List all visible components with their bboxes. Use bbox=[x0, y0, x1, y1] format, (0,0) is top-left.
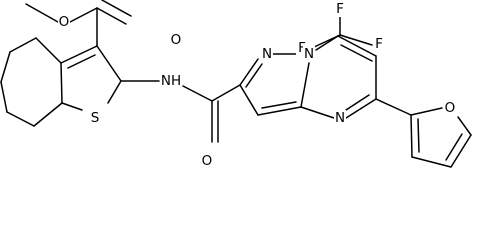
label-bg-f-right bbox=[373, 36, 385, 52]
bond-ester-c-double-o-1 bbox=[96, 7, 127, 25]
label-bg-ester-carbonyl-o bbox=[170, 32, 182, 48]
atom-o-ester-carbonyl: O bbox=[171, 32, 182, 48]
bond-pyrimidine-c5-n4 bbox=[345, 98, 377, 119]
bond-pyrimidine-n4-c3a bbox=[300, 106, 335, 119]
bond-thiophene-c3-c3a bbox=[60, 45, 98, 64]
bond-pyrazole-c3a-n7a bbox=[300, 62, 310, 108]
bond-furan-c4-c5 bbox=[450, 134, 472, 168]
bond-pyrazole-c2-n1 bbox=[239, 58, 259, 86]
bond-o-carbonyl bbox=[69, 7, 98, 23]
atom-f-top: F bbox=[336, 1, 344, 17]
label-bg-nh-amide bbox=[160, 73, 182, 89]
bond-cf3-f-left bbox=[311, 34, 341, 49]
bond-nh-carbonyl bbox=[182, 85, 213, 102]
label-bg-s-thiophene bbox=[89, 110, 101, 126]
bond-ester-c-double-o-2 bbox=[101, 0, 132, 17]
bond-carbonyl-pyrazole bbox=[211, 84, 241, 102]
atom-o-ester-single: O bbox=[59, 14, 70, 30]
bond-pyrazole-c3-c3a bbox=[257, 106, 302, 116]
bond-furan-c5-o bbox=[457, 116, 472, 136]
bond-pyrazole-c3-c3a-inner bbox=[261, 101, 297, 109]
bond-thiophene-c7a-s bbox=[61, 102, 83, 111]
label-bg-n-ring-bridge bbox=[303, 46, 315, 62]
bond-methyl-o bbox=[25, 3, 59, 23]
bond-pyrazole-c2-c3 bbox=[239, 84, 259, 116]
label-bg-ester-single-o bbox=[58, 14, 70, 30]
label-bg-o-amide bbox=[201, 153, 213, 169]
atom-o-furan: O bbox=[445, 100, 456, 116]
atom-f-left: F bbox=[298, 40, 306, 56]
label-bg-f-top bbox=[334, 1, 346, 17]
label-bg-n-ring-top bbox=[261, 46, 273, 62]
bond-thiophene-c3a-c7a bbox=[60, 62, 63, 104]
bond-furan-c2-c3 bbox=[410, 114, 413, 158]
atom-n-ring-bridge: N bbox=[304, 46, 314, 62]
label-bg-o-furan bbox=[444, 100, 456, 116]
atom-s-thiophene: S bbox=[91, 110, 100, 126]
bond-pyrazole-c2-n1-inner bbox=[245, 63, 263, 88]
bond-furan-c3-c4 bbox=[411, 156, 452, 168]
bond-pyrimidine-c7-c6 bbox=[337, 35, 377, 57]
label-bg-n-pyrimidine bbox=[334, 110, 346, 126]
bond-heptane-2 bbox=[9, 37, 37, 53]
bond-furan-c4-c5-inner bbox=[445, 133, 463, 161]
molecule-canvas: O O S NH O F F F N N N O bbox=[0, 0, 472, 169]
bond-pyrimidine-c5-n4-inner bbox=[345, 94, 370, 111]
atom-o-amide: O bbox=[202, 153, 213, 169]
bond-heptane-4 bbox=[0, 81, 8, 113]
atom-n-ring-top: N bbox=[262, 46, 272, 62]
bond-thiophene-c3-c3a-inner bbox=[67, 54, 96, 69]
bond-cf3-f-right bbox=[339, 34, 373, 46]
bond-heptane-5 bbox=[6, 111, 35, 127]
atom-nh-amide: NH bbox=[161, 73, 181, 89]
bond-thiophene-c3-c2 bbox=[96, 45, 122, 82]
bond-c5-furan bbox=[375, 98, 412, 116]
bond-thiophene-c2-s bbox=[107, 80, 122, 104]
bond-furan-o-c2 bbox=[410, 107, 443, 116]
atom-n-pyrimidine: N bbox=[335, 110, 345, 126]
bond-heptane-6 bbox=[33, 102, 63, 127]
molecule-structure: O O S NH O F F F N N N O bbox=[0, 0, 472, 169]
bond-heptane-1 bbox=[35, 37, 62, 64]
atom-f-right: F bbox=[375, 36, 383, 52]
bond-pyrimidine-c7-c6-inner bbox=[340, 44, 373, 62]
bond-furan-c2-c3-inner bbox=[417, 118, 420, 153]
bond-heptane-3 bbox=[0, 51, 11, 83]
